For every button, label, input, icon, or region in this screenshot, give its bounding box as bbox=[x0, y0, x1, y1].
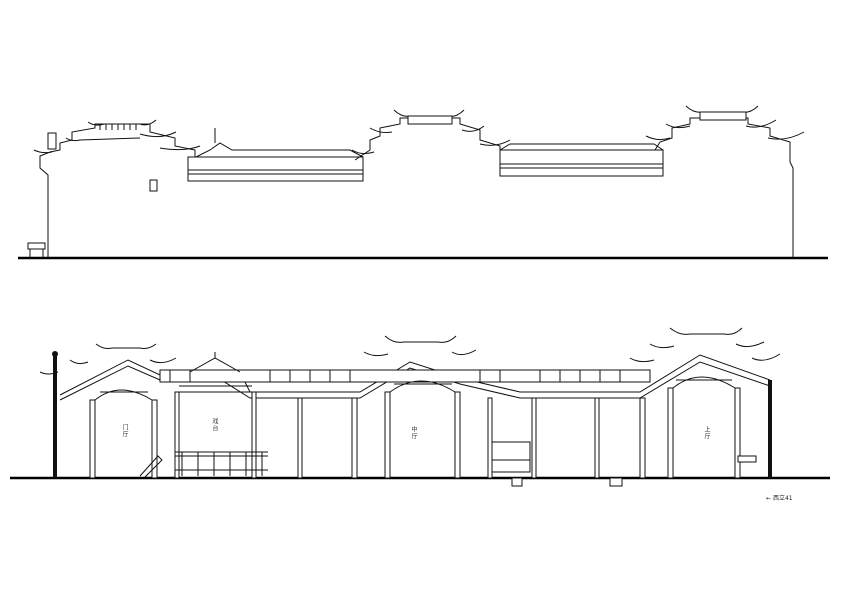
section-right-wall bbox=[768, 380, 772, 478]
elevation-right-wall bbox=[654, 117, 794, 258]
elevation-left-wall bbox=[39, 123, 196, 258]
section-gable-crowns bbox=[39, 327, 781, 375]
section-stage-railing bbox=[175, 451, 268, 476]
label-opera-stage: 戏台 bbox=[211, 418, 218, 432]
reference-arrow-icon: ← bbox=[766, 495, 772, 502]
elevation-chimney bbox=[47, 132, 57, 150]
section-drawing bbox=[10, 327, 830, 487]
elevation-window bbox=[149, 179, 158, 192]
elevation-drawing bbox=[18, 105, 828, 260]
section-left-wall bbox=[53, 355, 57, 478]
label-gate-hall: 门厅 bbox=[121, 424, 128, 438]
elevation-roof-band-2 bbox=[499, 143, 664, 177]
elevation-roof-band-1 bbox=[187, 128, 364, 182]
label-upper-hall: 上厅 bbox=[703, 426, 710, 440]
elevation-bench bbox=[27, 242, 46, 250]
reference-marker: ← 西立41 bbox=[766, 493, 793, 502]
section-brackets bbox=[94, 376, 736, 401]
label-middle-hall: 中厅 bbox=[410, 426, 417, 440]
reference-text: 西立41 bbox=[772, 495, 793, 502]
elevation-middle-gable bbox=[351, 109, 511, 161]
section-columns bbox=[89, 387, 741, 479]
section-roof-tiles bbox=[159, 369, 651, 383]
